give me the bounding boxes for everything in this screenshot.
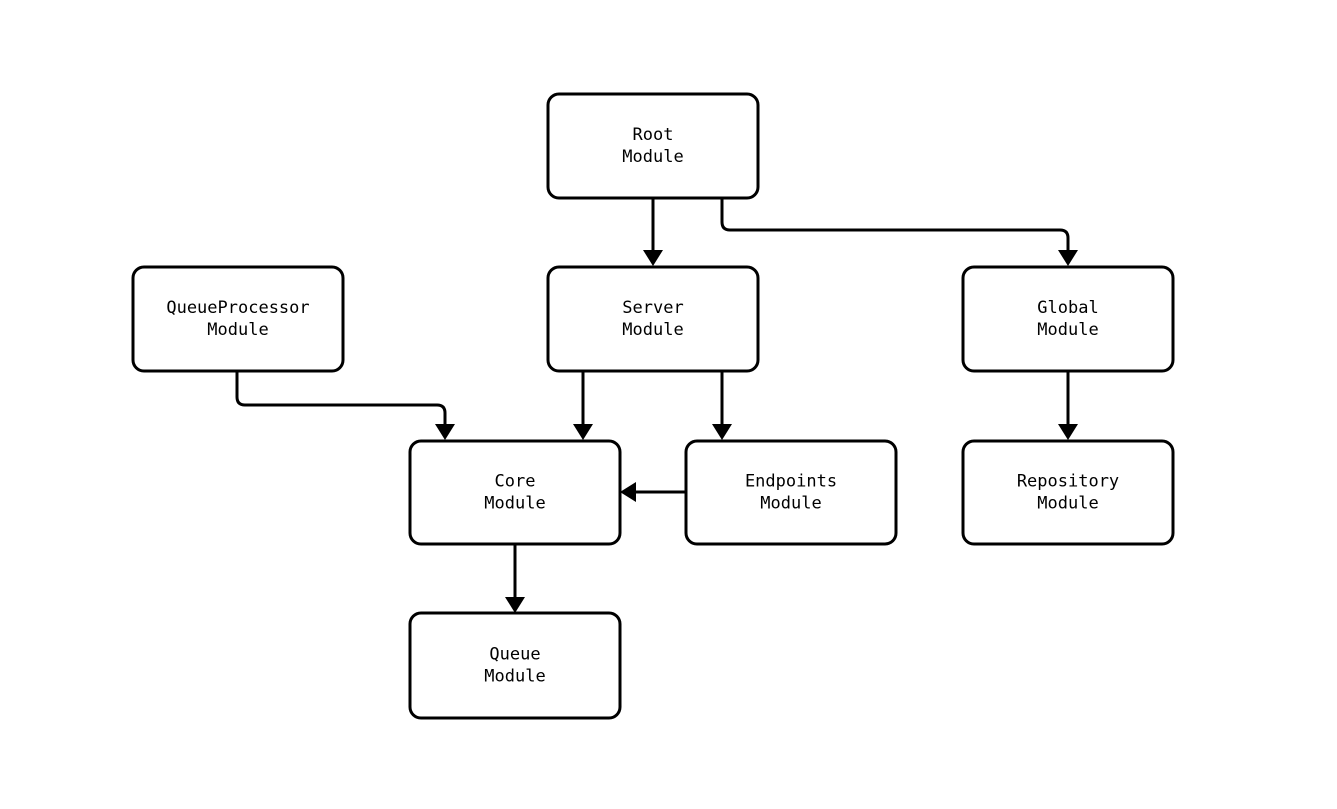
edges-layer xyxy=(235,198,1078,613)
node-box[interactable] xyxy=(961,265,1175,373)
node-label-line2: Module xyxy=(1037,320,1098,340)
arrowhead-icon xyxy=(435,424,455,440)
edge-server-core xyxy=(573,371,593,440)
node-label-line1: Global xyxy=(1037,298,1098,318)
node-box[interactable] xyxy=(961,439,1175,546)
node-box[interactable] xyxy=(684,439,898,546)
edge-root-global xyxy=(720,198,1078,266)
node-box[interactable] xyxy=(546,265,760,373)
node-label-line2: Module xyxy=(1037,494,1098,514)
node-label-line2: Module xyxy=(760,494,821,514)
edge-line xyxy=(720,198,1070,250)
arrowhead-icon xyxy=(620,482,636,502)
node-label-line1: Server xyxy=(622,298,683,318)
node-label-line1: Core xyxy=(495,472,536,492)
node-label-line1: Queue xyxy=(489,645,540,665)
arrowhead-icon xyxy=(573,424,593,440)
node-label-line2: Module xyxy=(484,667,545,687)
edge-line xyxy=(235,371,447,424)
edge-global-repository xyxy=(1058,371,1078,440)
arrowhead-icon xyxy=(505,597,525,613)
node-label-line2: Module xyxy=(484,494,545,514)
arrowhead-icon xyxy=(643,250,663,266)
node-box[interactable] xyxy=(408,611,622,720)
node-label-line1: QueueProcessor xyxy=(166,298,309,318)
node-label-line2: Module xyxy=(207,320,268,340)
node-box[interactable] xyxy=(131,265,345,373)
edge-core-queue xyxy=(505,544,525,613)
arrowhead-icon xyxy=(1058,250,1078,266)
node-label-line2: Module xyxy=(622,147,683,167)
arrowhead-icon xyxy=(1058,424,1078,440)
arrowhead-icon xyxy=(712,424,732,440)
edge-queueprocessor-core xyxy=(235,371,455,440)
node-label-line1: Endpoints xyxy=(745,472,837,492)
edge-endpoints-core xyxy=(620,482,686,502)
node-label-line1: Root xyxy=(633,125,674,145)
edge-server-endpoints xyxy=(712,371,732,440)
edge-root-server xyxy=(643,198,663,266)
node-label-line1: Repository xyxy=(1017,472,1119,492)
node-box[interactable] xyxy=(408,439,622,546)
node-label-line2: Module xyxy=(622,320,683,340)
node-box[interactable] xyxy=(546,92,760,200)
